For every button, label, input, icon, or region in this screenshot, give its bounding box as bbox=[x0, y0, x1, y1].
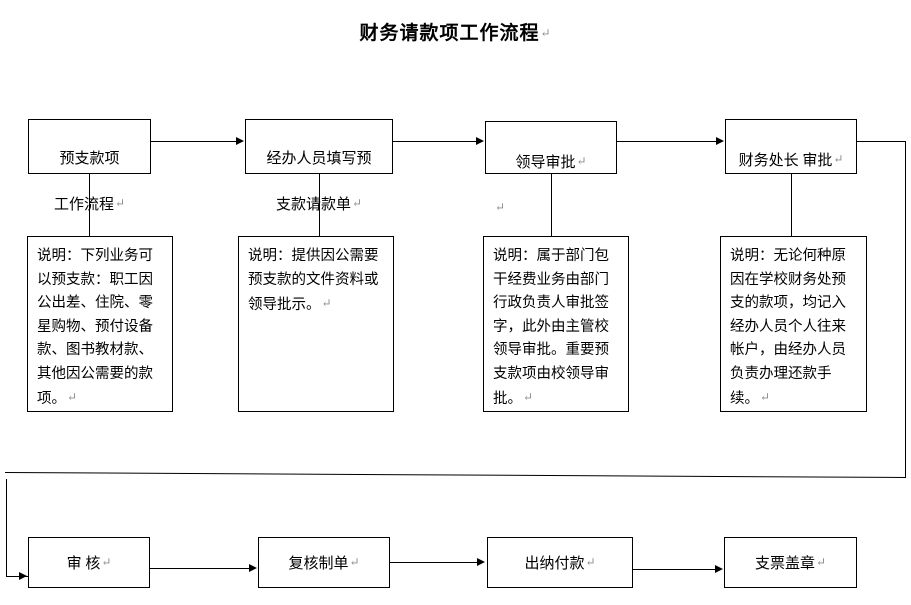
box-line-1-text: 财务处长 审批 bbox=[738, 153, 833, 169]
process-box-recheck-voucher[interactable]: 复核制单↵ bbox=[258, 537, 390, 588]
box-line-2: 工作流程↵ bbox=[29, 192, 150, 216]
connector-audit-to-recheck bbox=[150, 568, 250, 569]
paragraph-mark-icon: ↵ bbox=[585, 554, 596, 569]
box-line-1-text: 支票盖章 bbox=[754, 555, 815, 572]
box-line-1: 预支款项 bbox=[59, 151, 120, 167]
connector-box4-right-stub bbox=[857, 141, 905, 142]
connector-box1-to-box2 bbox=[151, 141, 237, 142]
connector-box3-to-box4 bbox=[617, 141, 717, 142]
box-line-1: 经办人员填写预 bbox=[266, 151, 372, 167]
process-box-leader-approval[interactable]: 领导审批↵ ↵ bbox=[485, 121, 617, 214]
note-text: 说明：提供因公需要预支款的文件资料或领导批示。 bbox=[248, 248, 379, 313]
connector-recheck-to-cashier bbox=[390, 562, 478, 563]
arrowhead-into-audit bbox=[19, 572, 27, 580]
paragraph-mark-icon: ↵ bbox=[67, 390, 78, 404]
box-line-1: 出纳付款↵ bbox=[488, 551, 632, 575]
note-box-advance-scope: 说明：下列业务可以预支款：职工因公出差、住院、零星购物、预付设备款、图书教材款、… bbox=[27, 236, 173, 412]
paragraph-mark-icon: ↵ bbox=[349, 554, 360, 569]
box-line-1-text: 复核制单 bbox=[288, 555, 349, 572]
arrowhead-recheck-to-cashier bbox=[477, 558, 485, 566]
box-line-1-text: 出纳付款 bbox=[524, 555, 585, 572]
paragraph-mark-icon: ↵ bbox=[523, 390, 534, 404]
paragraph-mark-icon: ↵ bbox=[833, 152, 844, 166]
box-line-1: 审 核↵ bbox=[29, 551, 149, 575]
process-box-cashier-payment[interactable]: 出纳付款↵ bbox=[487, 537, 633, 588]
arrowhead-cashier-to-cheque bbox=[715, 565, 723, 573]
note-text: 说明：无论何种原因在学校财务处预支的款项，均记入经办人员个人往来帐户，由经办人员… bbox=[730, 248, 846, 407]
connector-cashier-to-cheque bbox=[633, 569, 716, 570]
connector-box2-to-note2 bbox=[319, 174, 320, 236]
connector-box3-to-note3 bbox=[551, 174, 552, 236]
box-line-1: 财务处长 审批↵ bbox=[726, 148, 856, 172]
connector-box1-to-note1 bbox=[89, 174, 90, 236]
box-line-1: 领导审批↵ bbox=[486, 150, 616, 174]
paragraph-mark-icon: ↵ bbox=[101, 554, 112, 569]
box-line-1-text: 审 核 bbox=[66, 555, 101, 572]
connector-box4-to-note4 bbox=[791, 174, 792, 236]
process-box-finance-director-approval[interactable]: 财务处长 审批↵ bbox=[725, 119, 857, 174]
note-box-approval-rules: 说明：属于部门包干经费业务由部门行政负责人审批签字，此外由主管校领导审批。重要预… bbox=[483, 236, 629, 412]
paragraph-mark-icon: ↵ bbox=[351, 196, 363, 210]
box-line-1-text: 领导审批 bbox=[515, 155, 576, 171]
paragraph-mark-icon: ↵ bbox=[760, 390, 771, 404]
connector-return-horizontal bbox=[5, 471, 906, 478]
paragraph-mark-icon: ↵ bbox=[576, 154, 587, 168]
note-text: 说明：下列业务可以预支款：职工因公出差、住院、零星购物、预付设备款、图书教材款、… bbox=[37, 248, 153, 407]
box-line-2: 支款请款单↵ bbox=[246, 192, 392, 216]
process-box-cheque-stamp[interactable]: 支票盖章↵ bbox=[724, 537, 857, 588]
paragraph-mark-icon: ↵ bbox=[321, 296, 332, 310]
arrowhead-box2-to-box3 bbox=[476, 137, 484, 145]
connector-box2-to-box3 bbox=[393, 141, 477, 142]
arrowhead-audit-to-recheck bbox=[249, 564, 257, 572]
connector-into-audit bbox=[6, 576, 28, 577]
page-title: 财务请款项工作流程↵ bbox=[0, 18, 911, 45]
process-box-audit[interactable]: 审 核↵ bbox=[28, 537, 150, 588]
arrowhead-box1-to-box2 bbox=[236, 137, 244, 145]
box-line-2: ↵ bbox=[486, 196, 616, 220]
process-box-handler-fills-form[interactable]: 经办人员填写预 支款请款单↵ bbox=[245, 119, 393, 213]
arrowhead-box3-to-box4 bbox=[716, 137, 724, 145]
box-line-1: 复核制单↵ bbox=[259, 551, 389, 575]
page-title-text: 财务请款项工作流程 bbox=[359, 23, 540, 44]
note-text: 说明：属于部门包干经费业务由部门行政负责人审批签字，此外由主管校领导审批。重要预… bbox=[493, 248, 609, 407]
paragraph-mark-icon: ↵ bbox=[815, 554, 827, 569]
connector-right-down bbox=[905, 141, 906, 478]
paragraph-mark-icon: ↵ bbox=[540, 26, 552, 40]
box-line-2-text: 工作流程 bbox=[53, 197, 114, 213]
note-box-repayment-rules: 说明：无论何种原因在学校财务处预支的款项，均记入经办人员个人往来帐户，由经办人员… bbox=[720, 236, 867, 412]
connector-left-down bbox=[6, 479, 7, 576]
box-line-1: 支票盖章↵ bbox=[725, 551, 856, 575]
note-box-documents: 说明：提供因公需要预支款的文件资料或领导批示。↵ bbox=[238, 236, 394, 412]
process-box-advance-payment-workflow[interactable]: 预支款项 工作流程↵ bbox=[28, 119, 151, 213]
paragraph-mark-icon: ↵ bbox=[495, 200, 506, 214]
box-line-2-text: 支款请款单 bbox=[275, 197, 351, 213]
paragraph-mark-icon: ↵ bbox=[114, 196, 126, 210]
